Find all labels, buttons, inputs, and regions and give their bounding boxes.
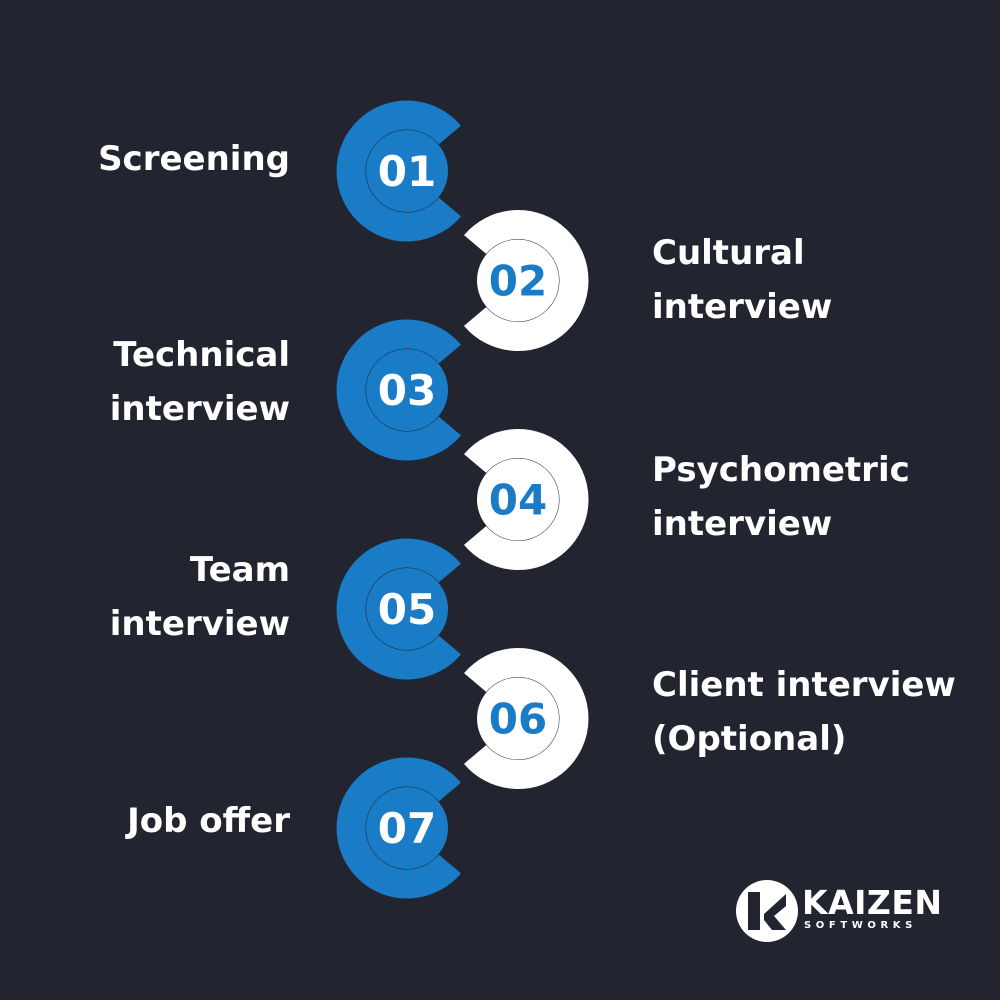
step-disc-4: [477, 458, 559, 541]
step-ring-7: [336, 757, 461, 899]
step-ring-4: [464, 429, 589, 570]
step-disc-6: [477, 677, 559, 760]
step-disc-2: [477, 239, 559, 322]
step-label-6-line-1: Client interview: [652, 665, 956, 705]
step-ring-1: [336, 100, 461, 242]
step-label-7: Job offer: [127, 794, 290, 848]
step-label-1-line-1: Screening: [98, 139, 290, 179]
step-ring-5: [336, 538, 461, 680]
kaizen-k-logo-icon: [736, 880, 798, 942]
brand-logo: KAIZEN SOFTWORKS: [734, 876, 974, 946]
step-label-2: Cultural interview: [652, 226, 832, 334]
step-disc-1: [366, 130, 448, 212]
step-label-4-line-2: interview: [652, 504, 833, 544]
step-label-5-line-2: interview: [109, 604, 290, 644]
step-number-2: 02: [489, 257, 547, 306]
step-number-5: 05: [378, 585, 436, 634]
step-disc-3: [366, 349, 448, 431]
step-disc-7: [366, 787, 448, 869]
step-number-6: 06: [489, 695, 547, 744]
step-label-2-line-2: interview: [652, 287, 833, 327]
step-label-6-line-2: (Optional): [652, 719, 847, 759]
step-label-5-line-1: Team: [189, 550, 290, 590]
step-label-5: Team interview: [110, 543, 290, 651]
brand-name: KAIZEN: [802, 883, 943, 922]
step-ring-2: [464, 210, 589, 351]
step-label-3-line-1: Technical: [113, 335, 290, 375]
step-number-1: 01: [378, 147, 436, 196]
brand-subtitle: SOFTWORKS: [804, 920, 917, 931]
step-disc-5: [366, 568, 448, 650]
step-label-4-line-1: Psychometric: [652, 450, 910, 490]
step-label-4: Psychometric interview: [652, 443, 910, 551]
step-number-3: 03: [378, 366, 436, 415]
step-label-6: Client interview (Optional): [652, 658, 956, 766]
step-number-7: 07: [378, 804, 436, 853]
step-ring-3: [336, 319, 461, 461]
step-label-2-line-1: Cultural: [652, 233, 805, 273]
step-ring-6: [464, 648, 589, 789]
step-label-3-line-2: interview: [109, 389, 290, 429]
step-label-7-line-1: Job offer: [127, 801, 290, 841]
step-number-4: 04: [489, 476, 547, 525]
step-label-1: Screening: [98, 132, 290, 186]
step-label-3: Technical interview: [110, 328, 290, 436]
